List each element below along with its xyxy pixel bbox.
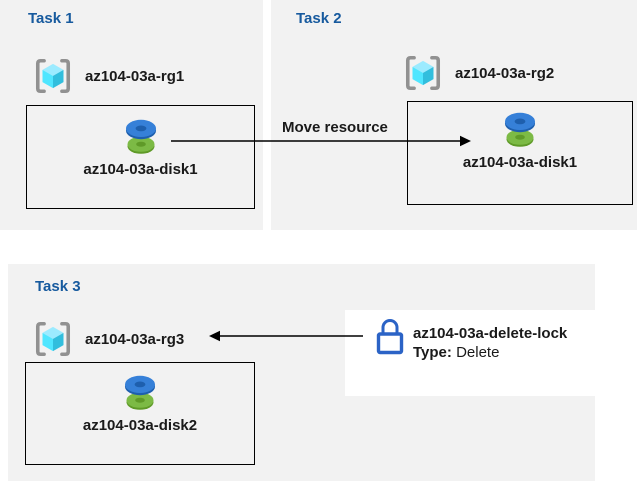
delete-lock-callout: az104-03a-delete-lock Type: Delete — [345, 310, 595, 396]
task2-resource-box: az104-03a-disk1 — [407, 101, 633, 205]
task1-resource-group: az104-03a-rg1 — [32, 55, 184, 97]
lock-type: Type: Delete — [413, 343, 567, 363]
resource-name: az104-03a-disk1 — [462, 154, 578, 171]
lock-name: az104-03a-delete-lock — [413, 325, 568, 342]
disk-icon — [125, 119, 156, 154]
resource-group-icon — [405, 55, 441, 91]
lock-icon — [376, 319, 404, 355]
resource-group-name: az104-03a-rg3 — [85, 330, 185, 348]
disk-icon — [505, 112, 535, 147]
task2-resource-group: az104-03a-rg2 — [402, 52, 554, 94]
task1-resource-box: az104-03a-disk1 — [26, 105, 255, 209]
task1-panel: Task 1 az104-03a-rg1 az104-03a-disk1 — [0, 0, 263, 230]
lock-icon-box — [372, 316, 408, 358]
task3-resource-box: az104-03a-disk2 — [25, 362, 255, 465]
resource-group-icon — [35, 58, 71, 94]
lock-text-block: az104-03a-delete-lock Type: Delete — [413, 324, 567, 363]
lock-type-value: Delete — [456, 344, 500, 361]
disk-icon — [125, 375, 155, 410]
resource-group-name: az104-03a-rg2 — [455, 64, 555, 82]
task2-title: Task 2 — [296, 10, 342, 27]
task1-title: Task 1 — [28, 10, 74, 27]
task3-resource-group: az104-03a-rg3 — [32, 318, 184, 360]
resource-group-name: az104-03a-rg1 — [85, 67, 185, 85]
task2-panel: Task 2 az104-03a-rg2 az104-03a-disk1 — [271, 0, 637, 230]
resource-name: az104-03a-disk2 — [82, 417, 198, 434]
move-resource-label: Move resource — [282, 119, 388, 136]
lock-type-label: Type: — [413, 344, 452, 361]
resource-name: az104-03a-disk1 — [83, 161, 198, 178]
task3-title: Task 3 — [35, 278, 81, 295]
resource-group-icon — [35, 321, 71, 357]
